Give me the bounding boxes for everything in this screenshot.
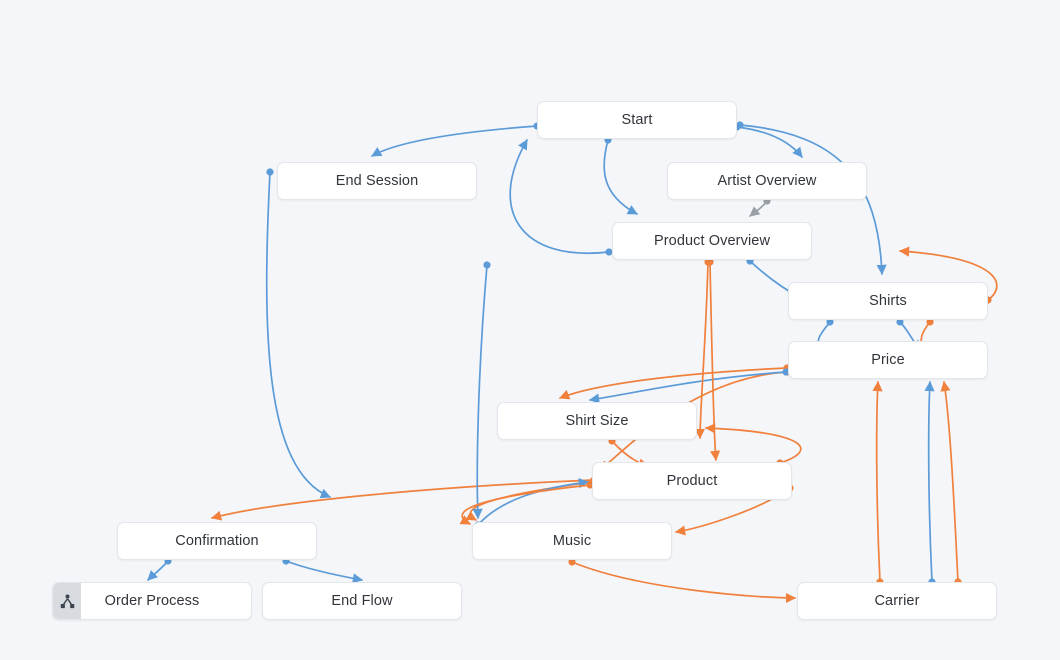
node-label: Start bbox=[621, 111, 653, 128]
edge-start-to-product-overview[interactable] bbox=[603, 136, 638, 215]
node-product-overview[interactable]: Product Overview bbox=[612, 222, 812, 260]
node-music[interactable]: Music bbox=[472, 522, 672, 560]
edge-product-overview-to-shirt-size[interactable] bbox=[694, 258, 712, 440]
node-label: Shirts bbox=[869, 292, 907, 309]
edge-start-to-artist-overview[interactable] bbox=[733, 123, 803, 158]
node-shirts[interactable]: Shirts bbox=[788, 282, 988, 320]
hierarchy-icon bbox=[60, 593, 74, 608]
edge-price-to-shirt-size[interactable] bbox=[559, 364, 791, 400]
node-product[interactable]: Product bbox=[592, 462, 792, 500]
edge-end-session-to-start[interactable] bbox=[265, 168, 331, 499]
node-artist-overview[interactable]: Artist Overview bbox=[667, 162, 867, 200]
node-start[interactable]: Start bbox=[537, 101, 737, 139]
node-label: Order Process bbox=[104, 592, 200, 609]
node-badge-order-process[interactable] bbox=[53, 583, 81, 619]
node-label: Shirt Size bbox=[565, 412, 629, 429]
node-label: Confirmation bbox=[175, 532, 259, 549]
node-end-flow[interactable]: End Flow bbox=[262, 582, 462, 620]
node-shirt-size[interactable]: Shirt Size bbox=[497, 402, 697, 440]
node-label: Price bbox=[871, 351, 905, 368]
edge-carrier-to-price[interactable] bbox=[872, 380, 884, 586]
node-label: End Flow bbox=[331, 592, 393, 609]
edge-product-overview-to-product[interactable] bbox=[706, 258, 721, 462]
edge-carrier-to-price[interactable] bbox=[940, 380, 962, 586]
node-price[interactable]: Price bbox=[788, 341, 988, 379]
edge-artist-overview-to-product-overview[interactable] bbox=[749, 197, 771, 217]
node-label: Product Overview bbox=[653, 232, 771, 249]
edge-price-to-product[interactable] bbox=[588, 368, 790, 404]
edge-music-to-carrier[interactable] bbox=[568, 558, 797, 604]
node-label: End Session bbox=[335, 172, 419, 189]
node-label: Carrier bbox=[874, 592, 920, 609]
edge-start-to-end-session[interactable] bbox=[371, 122, 541, 157]
node-carrier[interactable]: Carrier bbox=[797, 582, 997, 620]
edge-product-to-music[interactable] bbox=[465, 478, 596, 521]
node-label: Product bbox=[666, 472, 718, 489]
edge-carrier-to-price[interactable] bbox=[924, 380, 936, 586]
node-end-session[interactable]: End Session bbox=[277, 162, 477, 200]
edge-confirmation-to-end-flow[interactable] bbox=[282, 557, 364, 584]
edge-product-to-shirt-size[interactable] bbox=[704, 423, 802, 467]
edge-confirmation-to-order-process[interactable] bbox=[147, 557, 172, 581]
edge-product-to-confirmation[interactable] bbox=[211, 476, 598, 521]
node-label: Music bbox=[552, 532, 592, 549]
node-confirmation[interactable]: Confirmation bbox=[117, 522, 317, 560]
node-order-process[interactable]: Order Process bbox=[52, 582, 252, 620]
edge-music-to-product[interactable] bbox=[474, 478, 590, 529]
node-label: Artist Overview bbox=[717, 172, 817, 189]
edge-product-overview-to-start[interactable] bbox=[509, 139, 613, 256]
edge-product-to-music[interactable] bbox=[459, 481, 594, 525]
edge-start-to-music[interactable] bbox=[472, 261, 491, 520]
